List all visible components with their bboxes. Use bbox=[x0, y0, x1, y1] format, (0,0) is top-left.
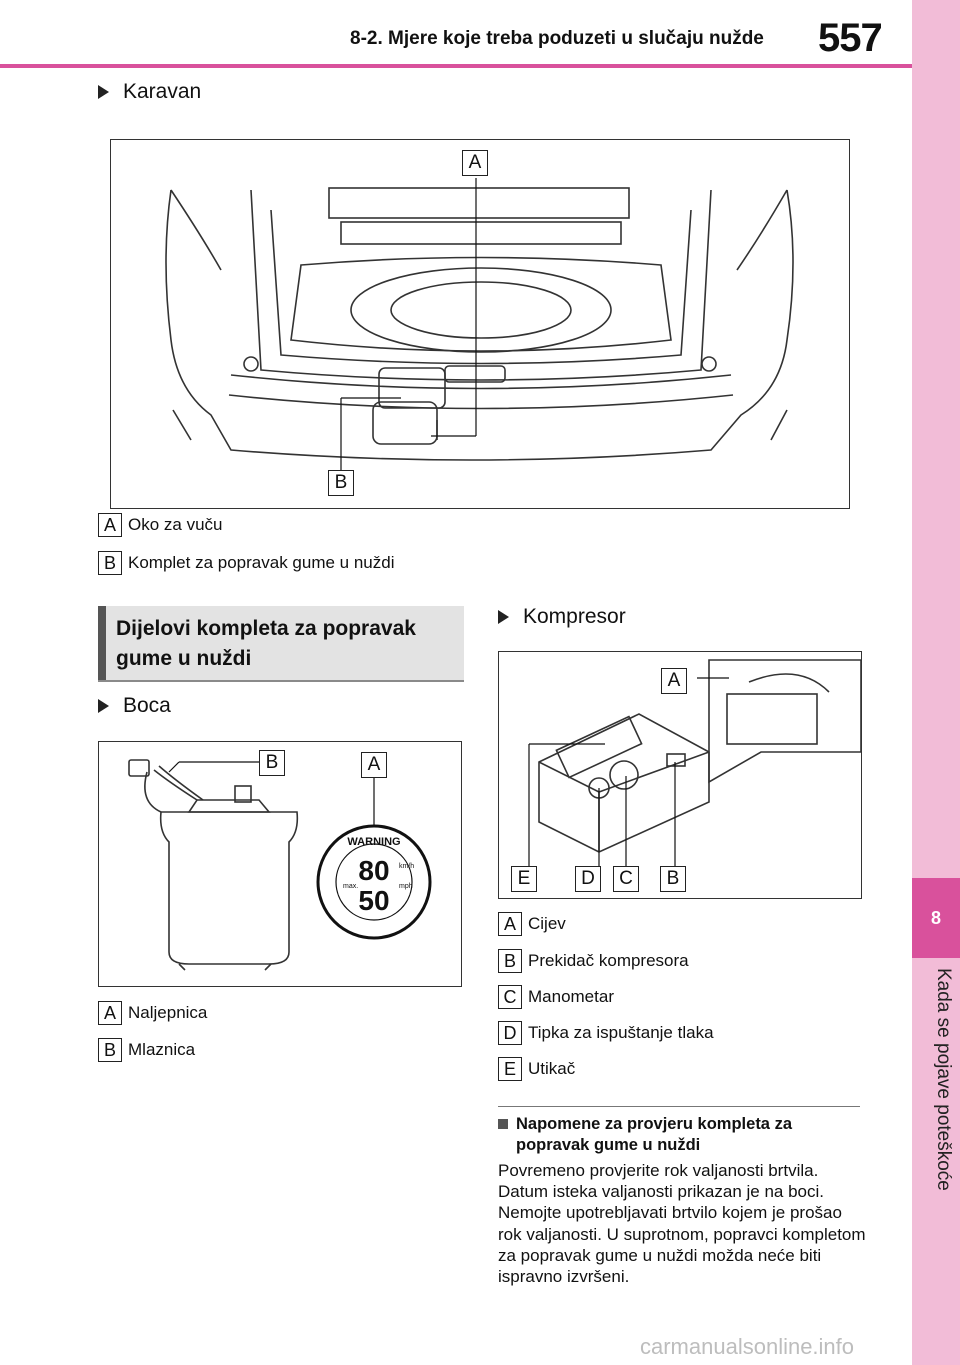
callout-d: D bbox=[575, 866, 601, 892]
watermark: carmanualsonline.info bbox=[640, 1334, 855, 1359]
legend-text: Prekidač kompresora bbox=[528, 951, 689, 970]
callout-a: A bbox=[361, 752, 387, 778]
section-title: 8-2. Mjere koje treba poduzeti u slučaju… bbox=[350, 28, 764, 49]
note-body: Povremeno provjerite rok valjanosti brtv… bbox=[498, 1161, 866, 1287]
legend-letter: B bbox=[498, 949, 522, 973]
callout-a: A bbox=[462, 150, 488, 176]
triangle-bullet-icon bbox=[498, 610, 509, 624]
legend-text: Mlaznica bbox=[128, 1040, 196, 1059]
callout-b: B bbox=[328, 470, 354, 496]
page-number: 557 bbox=[818, 16, 883, 60]
sticker-speed-mph: 50 bbox=[358, 885, 389, 916]
chapter-title: Kada se pojave poteškoće bbox=[933, 968, 954, 1191]
karavan-legend-a: A Oko za vuču bbox=[98, 513, 223, 537]
callout-b: B bbox=[259, 750, 285, 776]
legend-text: Cijev bbox=[528, 914, 566, 933]
legend-text: Oko za vuču bbox=[128, 515, 223, 534]
square-bullet-icon bbox=[498, 1119, 508, 1129]
section-heading-bar bbox=[98, 606, 106, 680]
callout-a: A bbox=[661, 668, 687, 694]
kompresor-heading: Kompresor bbox=[498, 605, 626, 629]
legend-letter: A bbox=[98, 1001, 122, 1025]
triangle-bullet-icon bbox=[98, 699, 109, 713]
chapter-number: 8 bbox=[912, 878, 960, 958]
legend-letter: C bbox=[498, 985, 522, 1009]
legend-letter: B bbox=[98, 1038, 122, 1062]
karavan-heading: Karavan bbox=[98, 80, 201, 104]
karavan-heading-text: Karavan bbox=[123, 80, 202, 103]
sticker-unit-mph: mph bbox=[399, 883, 413, 890]
legend-letter: D bbox=[498, 1021, 522, 1045]
legend-letter: E bbox=[498, 1057, 522, 1081]
callout-e: E bbox=[511, 866, 537, 892]
chapter-side-tab bbox=[912, 0, 960, 1365]
sticker-max: max. bbox=[343, 883, 358, 890]
callout-b: B bbox=[660, 866, 686, 892]
section-heading: Dijelovi kompleta za popravak gume u nuž… bbox=[98, 606, 464, 682]
note-title-text: Napomene za provjeru kompleta za poprava… bbox=[516, 1115, 792, 1154]
boca-legend-b: B Mlaznica bbox=[98, 1038, 195, 1062]
karavan-trunk-illustration: A B bbox=[110, 139, 850, 509]
legend-text: Komplet za popravak gume u nuždi bbox=[128, 553, 395, 572]
legend-letter: A bbox=[98, 513, 122, 537]
legend-text: Utikač bbox=[528, 1059, 576, 1078]
karavan-legend-b: B Komplet za popravak gume u nuždi bbox=[98, 551, 395, 575]
note-title: Napomene za provjeru kompleta za poprava… bbox=[498, 1114, 858, 1156]
legend-text: Manometar bbox=[528, 987, 614, 1006]
kompresor-legend-e: E Utikač bbox=[498, 1057, 575, 1081]
boca-heading: Boca bbox=[98, 694, 171, 718]
legend-letter: B bbox=[98, 551, 122, 575]
section-heading-text: Dijelovi kompleta za popravak gume u nuž… bbox=[116, 617, 416, 670]
sticker-warning-text: WARNING bbox=[347, 836, 400, 848]
sticker-unit-kmh: km/h bbox=[399, 863, 414, 870]
note-divider bbox=[498, 1106, 860, 1107]
kompresor-legend-d: D Tipka za ispuštanje tlaka bbox=[498, 1021, 714, 1045]
legend-text: Naljepnica bbox=[128, 1003, 208, 1022]
kompresor-legend-a: A Cijev bbox=[498, 912, 566, 936]
kompresor-heading-text: Kompresor bbox=[523, 605, 626, 628]
boca-heading-text: Boca bbox=[123, 694, 171, 717]
header-rule bbox=[0, 64, 912, 68]
boca-illustration: WARNING 80 50 km/h mph max. B A bbox=[98, 741, 462, 987]
sticker-speed-kmh: 80 bbox=[358, 855, 389, 886]
callout-c: C bbox=[613, 866, 639, 892]
triangle-bullet-icon bbox=[98, 85, 109, 99]
legend-text: Tipka za ispuštanje tlaka bbox=[528, 1023, 714, 1042]
kompresor-legend-b: B Prekidač kompresora bbox=[498, 949, 689, 973]
kompresor-legend-c: C Manometar bbox=[498, 985, 614, 1009]
boca-legend-a: A Naljepnica bbox=[98, 1001, 207, 1025]
legend-letter: A bbox=[498, 912, 522, 936]
kompresor-illustration: A E D C B bbox=[498, 651, 862, 899]
